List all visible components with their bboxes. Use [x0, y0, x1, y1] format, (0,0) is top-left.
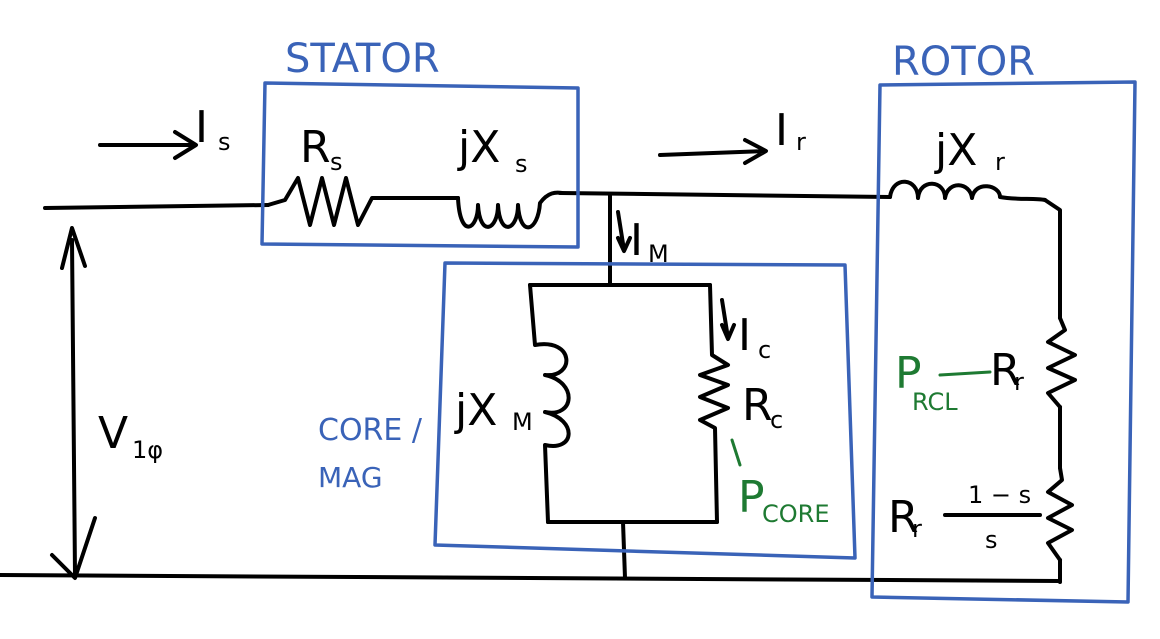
xm-label: jX M [454, 385, 533, 436]
voltage-sub: 1φ [132, 436, 163, 464]
core-mag-label-line1: CORE / [318, 413, 423, 448]
ir-sub: r [796, 128, 806, 156]
rs-label: R s [300, 122, 343, 176]
block-boxes [260, 80, 1137, 604]
rload-main: R [888, 492, 919, 543]
ir-arrow [658, 138, 768, 165]
stator-to-rotor-wire [558, 191, 892, 199]
rc-main: R [742, 380, 773, 431]
xr-label: jX r [934, 125, 1005, 176]
arrows [50, 130, 768, 580]
magnetizing-reactance-xm [528, 283, 571, 524]
core-loss-label: P CORE [738, 472, 830, 528]
xm-main: jX [454, 385, 497, 436]
rr-sub: r [1014, 368, 1024, 396]
xs-sub: s [515, 150, 528, 178]
core-loss-sub: CORE [762, 500, 830, 528]
rc-sub: c [770, 406, 783, 434]
rotor-box [870, 80, 1137, 604]
rc-label: R c [742, 380, 783, 434]
core-loss-leader [730, 438, 742, 467]
rotor-right-wire [1043, 198, 1062, 320]
is-arrow [98, 130, 198, 160]
circuit-wires [0, 191, 1062, 584]
rotor-label: ROTOR [892, 39, 1035, 85]
ic-arrow [720, 298, 736, 341]
load-resistor [1046, 466, 1074, 562]
rcl-leader [938, 370, 992, 377]
core-loss-main: P [738, 472, 765, 523]
rcl-sub: RCL [912, 388, 958, 416]
xr-main: jX [934, 125, 977, 176]
rload-denominator: s [985, 526, 998, 554]
is-sub: s [218, 128, 231, 156]
rotor-reactance-xr [888, 179, 1047, 202]
load-resistor-label: R r 1 − s s [888, 481, 1042, 554]
core-mag-label-line2: MAG [318, 461, 383, 494]
rs-main: R [300, 122, 331, 173]
rs-sub: s [330, 148, 343, 176]
rcl-label: P RCL [895, 348, 958, 416]
rotor-resistor-rr [1046, 316, 1077, 409]
ir-main: I [775, 105, 788, 156]
rcl-main: P [895, 348, 922, 399]
is-label: I s [195, 102, 231, 156]
is-main: I [195, 102, 208, 153]
voltage-label: V 1φ [98, 408, 163, 464]
components [266, 176, 1077, 562]
stator-reactance-xs [456, 190, 564, 230]
stator-box [260, 81, 580, 249]
rload-sub: r [912, 515, 922, 543]
im-sub: M [648, 240, 669, 268]
ic-label: I c [738, 310, 771, 364]
ic-sub: c [758, 336, 771, 364]
rr-label: R r [990, 345, 1024, 396]
stator-label: STATOR [285, 36, 440, 82]
input-top-wire [43, 203, 270, 210]
stator-resistor-rs [266, 176, 460, 227]
voltage-main: V [98, 408, 128, 459]
xr-sub: r [995, 148, 1005, 176]
im-label: I M [630, 215, 669, 268]
voltage-arrow [50, 226, 97, 580]
loss-annotations [730, 370, 992, 467]
xm-sub: M [512, 408, 533, 436]
rload-numerator: 1 − s [968, 481, 1031, 509]
im-arrow [616, 210, 632, 253]
ir-label: I r [775, 105, 806, 156]
core-resistor-rc [698, 283, 730, 524]
bottom-wire [0, 573, 1062, 583]
xs-main: jX [457, 122, 500, 173]
rr-main: R [990, 345, 1021, 396]
im-main: I [630, 215, 643, 266]
core-mag-box [433, 261, 857, 560]
ic-main: I [738, 310, 751, 361]
xs-label: jX s [457, 122, 528, 178]
